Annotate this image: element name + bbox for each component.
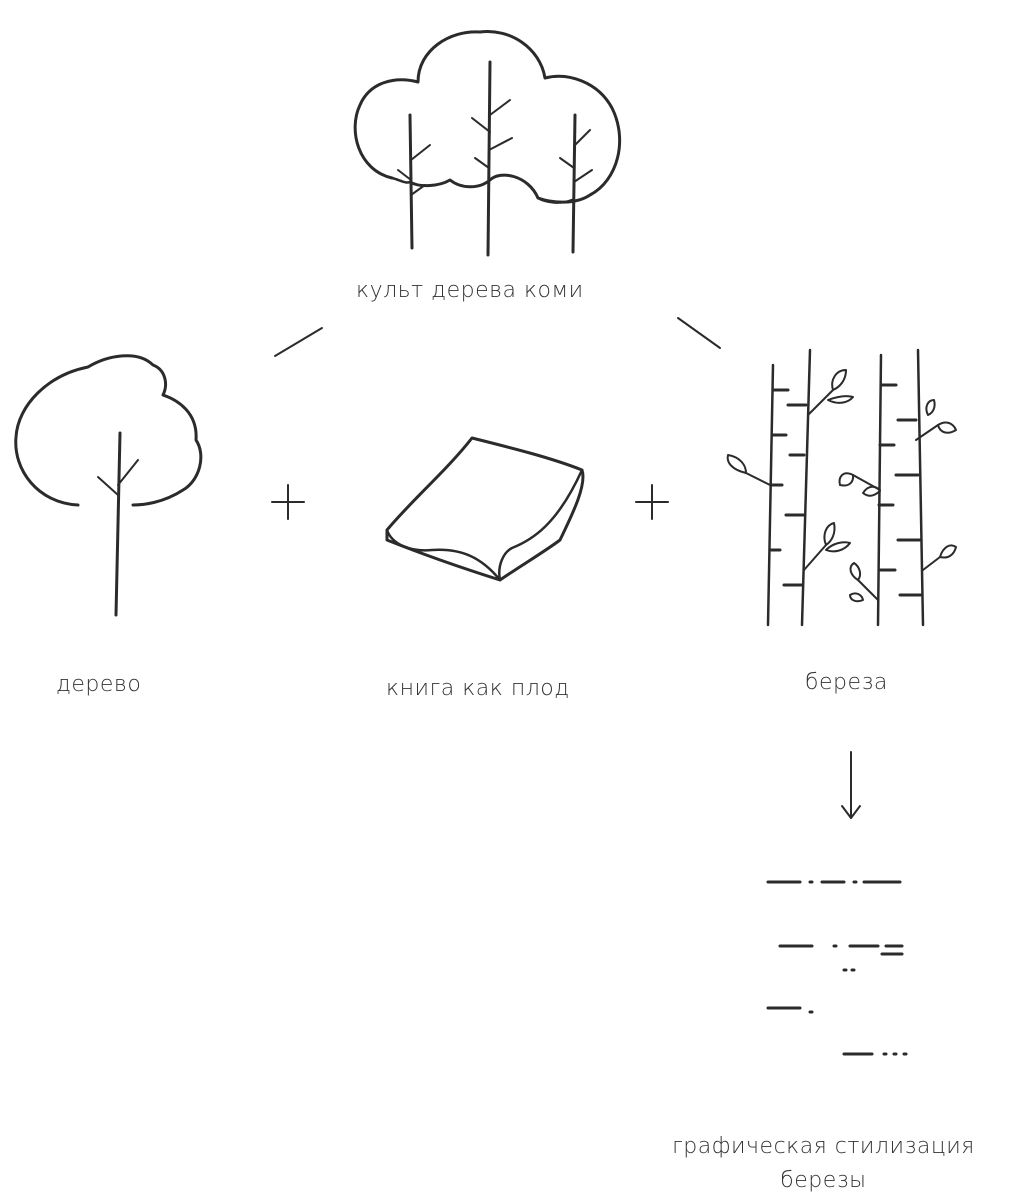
book-label: книга как плод xyxy=(386,676,570,701)
tree-icon xyxy=(14,354,203,617)
right-connector-line xyxy=(677,317,721,349)
stylized-birch-label: графическая стилизация березы xyxy=(672,1130,975,1198)
root-concept-label: культ дерева коми xyxy=(356,278,584,303)
birch-label: береза xyxy=(805,670,888,695)
tree-label: дерево xyxy=(56,672,142,697)
left-connector-line xyxy=(274,327,323,357)
birch-bark-pattern-icon xyxy=(766,880,908,1056)
birch-trunks-icon xyxy=(726,348,957,627)
stylized-birch-label-line2: березы xyxy=(780,1168,867,1193)
plus-icon xyxy=(271,484,305,520)
book-icon xyxy=(385,436,585,582)
three-trees-icon xyxy=(353,30,622,257)
down-arrow-icon xyxy=(841,751,861,819)
stylized-birch-label-line1: графическая стилизация xyxy=(672,1134,975,1159)
plus-icon xyxy=(635,484,669,520)
